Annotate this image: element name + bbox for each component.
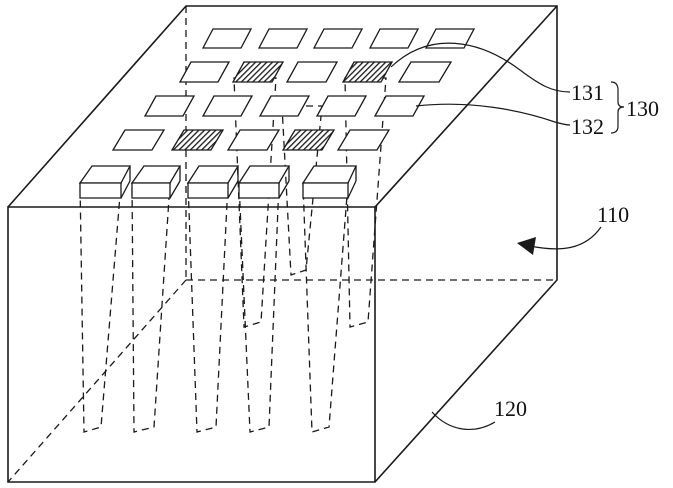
pad bbox=[203, 29, 251, 48]
leader-110 bbox=[530, 227, 601, 249]
trench bbox=[239, 183, 279, 432]
bracket-130 bbox=[611, 82, 624, 133]
pad bbox=[317, 96, 366, 116]
pad-dark bbox=[283, 130, 334, 150]
pad-row-2 bbox=[180, 62, 451, 82]
pad bbox=[113, 130, 164, 150]
raised-pad bbox=[80, 166, 130, 198]
pad bbox=[145, 96, 194, 116]
pad-dark bbox=[343, 62, 392, 82]
pad bbox=[314, 29, 362, 48]
raised-pad bbox=[132, 166, 180, 198]
reference-labels: 131 132 130 110 120 bbox=[494, 80, 659, 421]
pad-row-4 bbox=[113, 130, 389, 150]
label-110: 110 bbox=[597, 202, 629, 227]
cube-hidden-edges bbox=[8, 6, 557, 482]
raised-pad bbox=[188, 166, 238, 198]
pad-dark bbox=[172, 130, 223, 150]
pad bbox=[203, 96, 252, 116]
trench bbox=[80, 183, 121, 432]
pad bbox=[287, 62, 337, 82]
pad-row-1 bbox=[203, 29, 474, 48]
trench bbox=[132, 183, 170, 432]
label-132: 132 bbox=[571, 114, 604, 139]
pad-row-5 bbox=[80, 166, 356, 198]
pad-row-3 bbox=[145, 96, 424, 116]
raised-pad bbox=[303, 166, 356, 198]
cube-outline bbox=[8, 6, 557, 482]
pad bbox=[370, 29, 418, 48]
raised-pad bbox=[239, 166, 289, 198]
pad-dark bbox=[233, 62, 283, 82]
leader-120 bbox=[432, 412, 495, 429]
trench bbox=[188, 183, 228, 432]
pad bbox=[260, 96, 309, 116]
pad bbox=[399, 62, 451, 82]
trench bbox=[303, 183, 348, 432]
pad bbox=[180, 62, 229, 82]
label-130: 130 bbox=[626, 96, 659, 121]
arrow-head-110 bbox=[517, 237, 536, 255]
pad bbox=[259, 29, 307, 48]
label-131: 131 bbox=[571, 80, 604, 105]
label-120: 120 bbox=[494, 396, 527, 421]
leader-132 bbox=[416, 104, 570, 125]
